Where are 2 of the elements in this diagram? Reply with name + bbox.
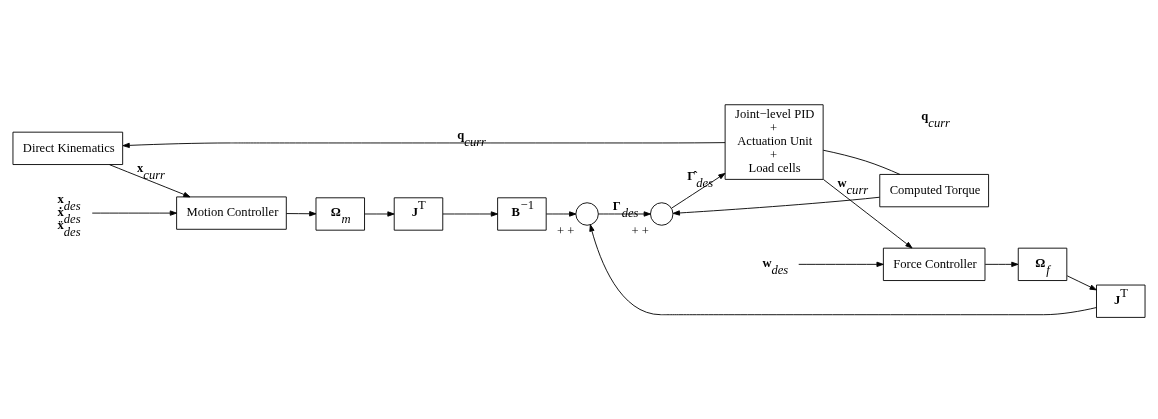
node-label: + + [556, 224, 575, 239]
node-label: + + [631, 224, 649, 239]
